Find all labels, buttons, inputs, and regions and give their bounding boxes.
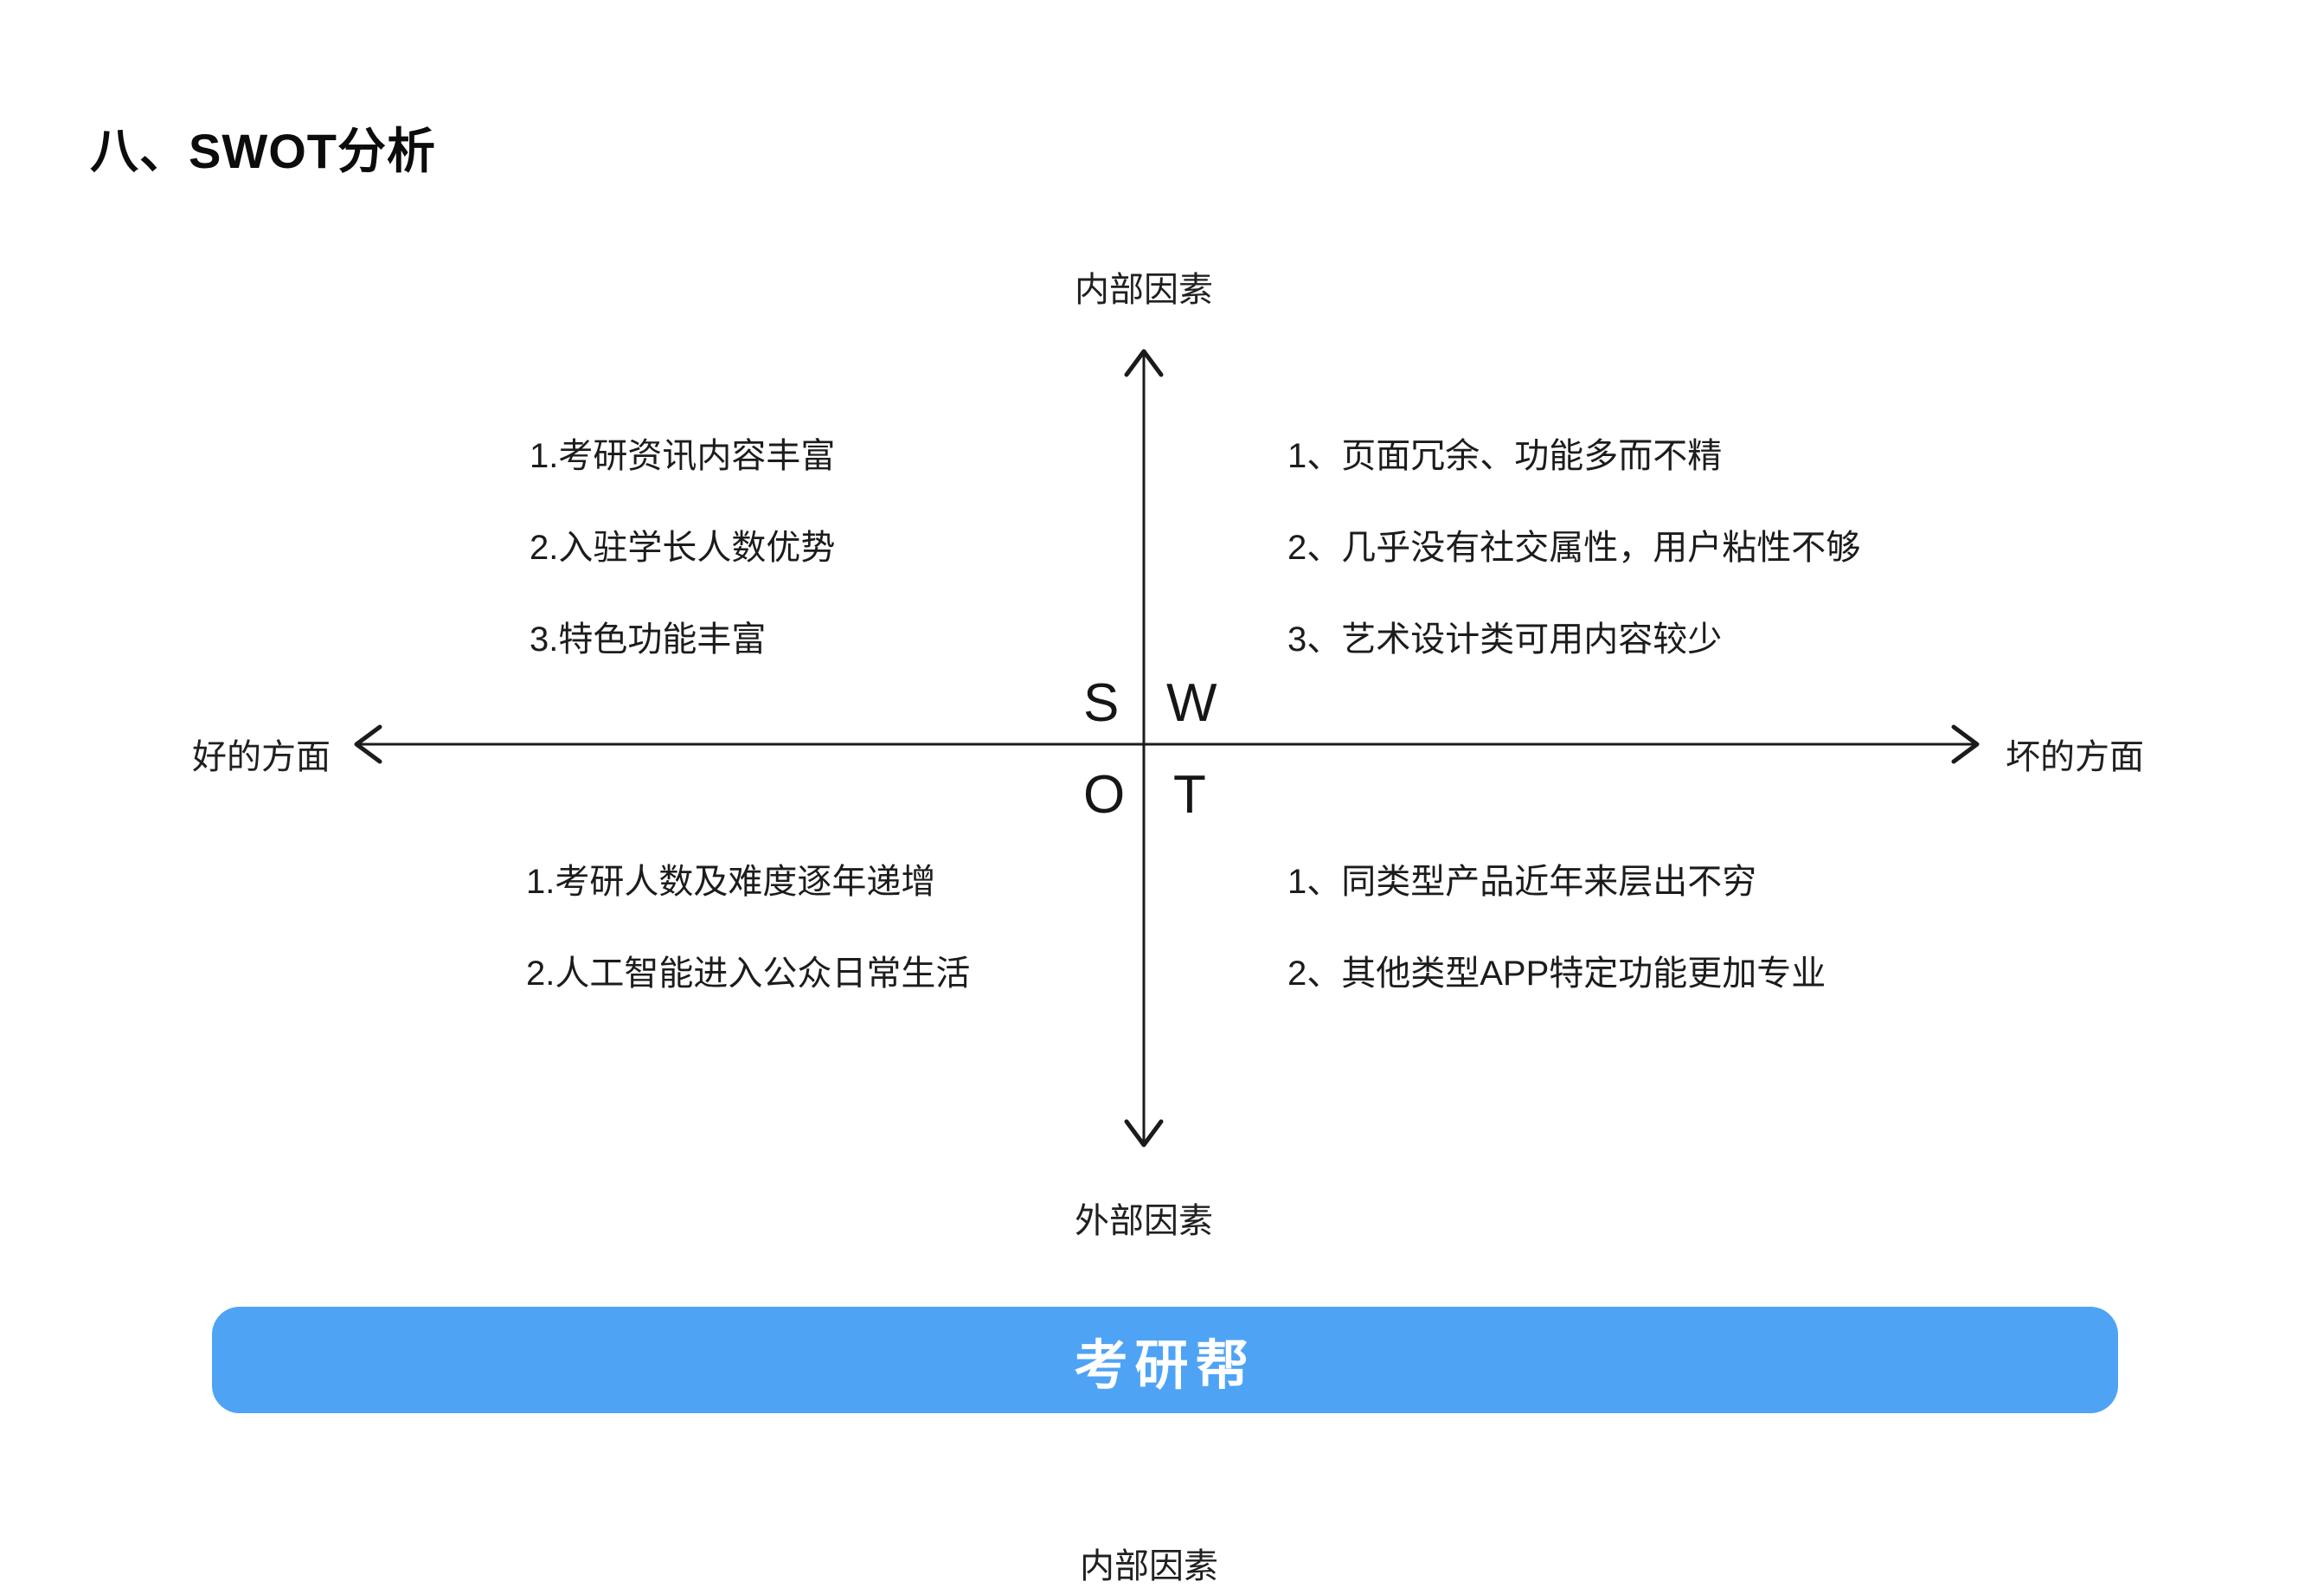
list-item: 1.考研资讯内容丰富 <box>530 437 836 475</box>
page-title: 八、SWOT分析 <box>90 124 436 178</box>
axis-label-internal-top: 内部因素 <box>1075 271 1213 309</box>
quadrant-letter-w: W <box>1166 673 1217 733</box>
list-item: 1、同类型产品近年来层出不穷 <box>1287 863 1757 901</box>
list-item: 2、几乎没有社交属性，用户粘性不够 <box>1287 529 1861 567</box>
axis-label-good-left: 好的方面 <box>192 738 331 776</box>
list-item: 2.入驻学长人数优势 <box>530 529 836 567</box>
list-item: 2.人工智能进入公众日常生活 <box>526 955 971 993</box>
opportunities-quadrant-list: 1.考研人数及难度逐年递增 2.人工智能进入公众日常生活 <box>526 864 970 1047</box>
app-button-label: 考研帮 <box>1074 1335 1256 1396</box>
strengths-quadrant-list: 1.考研资讯内容丰富 2.入驻学长人数优势 3.特色功能丰富 <box>530 438 835 713</box>
axis-label-bad-right: 坏的方面 <box>2006 738 2144 776</box>
up-arrow-icon <box>1124 349 1164 377</box>
threats-quadrant-list: 1、同类型产品近年来层出不穷 2、其他类型APP特定功能更加专业 <box>1287 864 1826 1047</box>
list-item: 1.考研人数及难度逐年递增 <box>526 863 936 901</box>
quadrant-letter-t: T <box>1173 765 1206 825</box>
list-item: 3、艺术设计类可用内容较少 <box>1287 620 1723 659</box>
list-item: 2、其他类型APP特定功能更加专业 <box>1287 955 1826 993</box>
weaknesses-quadrant-list: 1、页面冗余、功能多而不精 2、几乎没有社交属性，用户粘性不够 3、艺术设计类可… <box>1287 438 1860 713</box>
list-item: 1、页面冗余、功能多而不精 <box>1287 437 1723 475</box>
right-arrow-icon <box>1951 724 1980 764</box>
bottom-caption-internal: 内部因素 <box>1080 1547 1218 1585</box>
left-arrow-icon <box>354 724 382 764</box>
axis-label-external-bottom: 外部因素 <box>1075 1202 1213 1240</box>
app-button[interactable]: 考研帮 <box>212 1307 2118 1413</box>
down-arrow-icon <box>1124 1119 1164 1148</box>
quadrant-letter-o: O <box>1083 765 1126 825</box>
list-item: 3.特色功能丰富 <box>530 620 767 659</box>
quadrant-letter-s: S <box>1083 673 1120 733</box>
